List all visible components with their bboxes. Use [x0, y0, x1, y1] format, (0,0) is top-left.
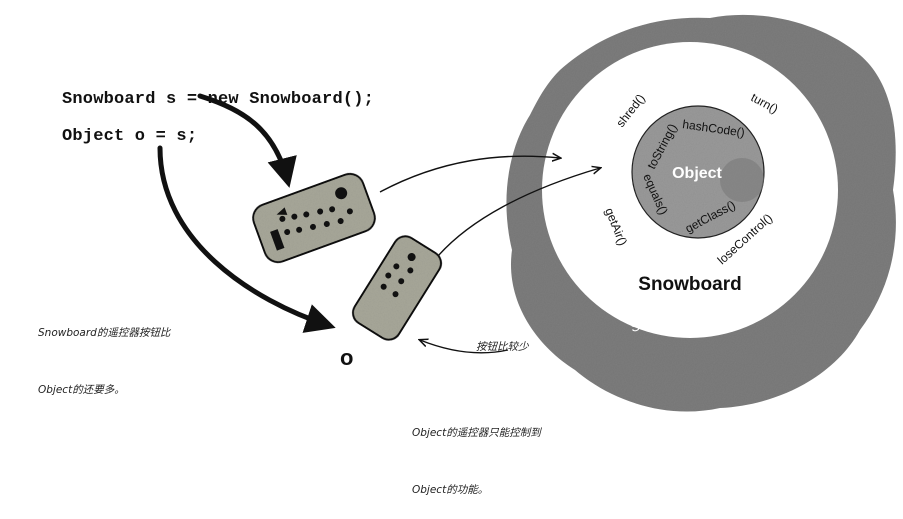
- code-line-2: Object o = s;: [62, 127, 198, 146]
- note-object-remote-line-2: Object的功能。: [412, 484, 489, 496]
- note-snowboard-remote-line-1: Snowboard的遥控器按钮比: [38, 327, 171, 339]
- note-fewer-buttons: 按钮比较少: [476, 341, 529, 353]
- arrow-snowboard-remote-to-object: [379, 156, 560, 193]
- note-object-remote-line-1: Object的遥控器只能控制到: [412, 427, 541, 439]
- arrow-object-remote-to-object: [437, 168, 600, 257]
- note-snowboard-remote: Snowboard的遥控器按钮比 Object的还要多。: [38, 286, 170, 419]
- note-snowboard-remote-line-2: Object的还要多。: [38, 384, 125, 396]
- object-circle: [631, 105, 765, 239]
- object-label: Object: [672, 165, 722, 182]
- object-circle-dark-edge: [720, 158, 764, 202]
- snowboard-remote: [252, 172, 376, 264]
- diagram-canvas: Object Snowboard toString() hashCode() e…: [157, 14, 896, 412]
- code-line-1: Snowboard s = new Snowboard();: [62, 90, 375, 109]
- arrow-fewer-buttons: [420, 340, 509, 354]
- object-remote: [351, 235, 443, 341]
- arrow-s-to-snowboard-remote: [197, 93, 297, 188]
- snowboard-label: Snowboard: [638, 274, 741, 295]
- arrow-o-to-object-remote: [157, 145, 336, 333]
- reference-o-label: o: [340, 345, 354, 370]
- note-object-remote: Object的遥控器只能控制到 Object的功能。: [412, 386, 541, 519]
